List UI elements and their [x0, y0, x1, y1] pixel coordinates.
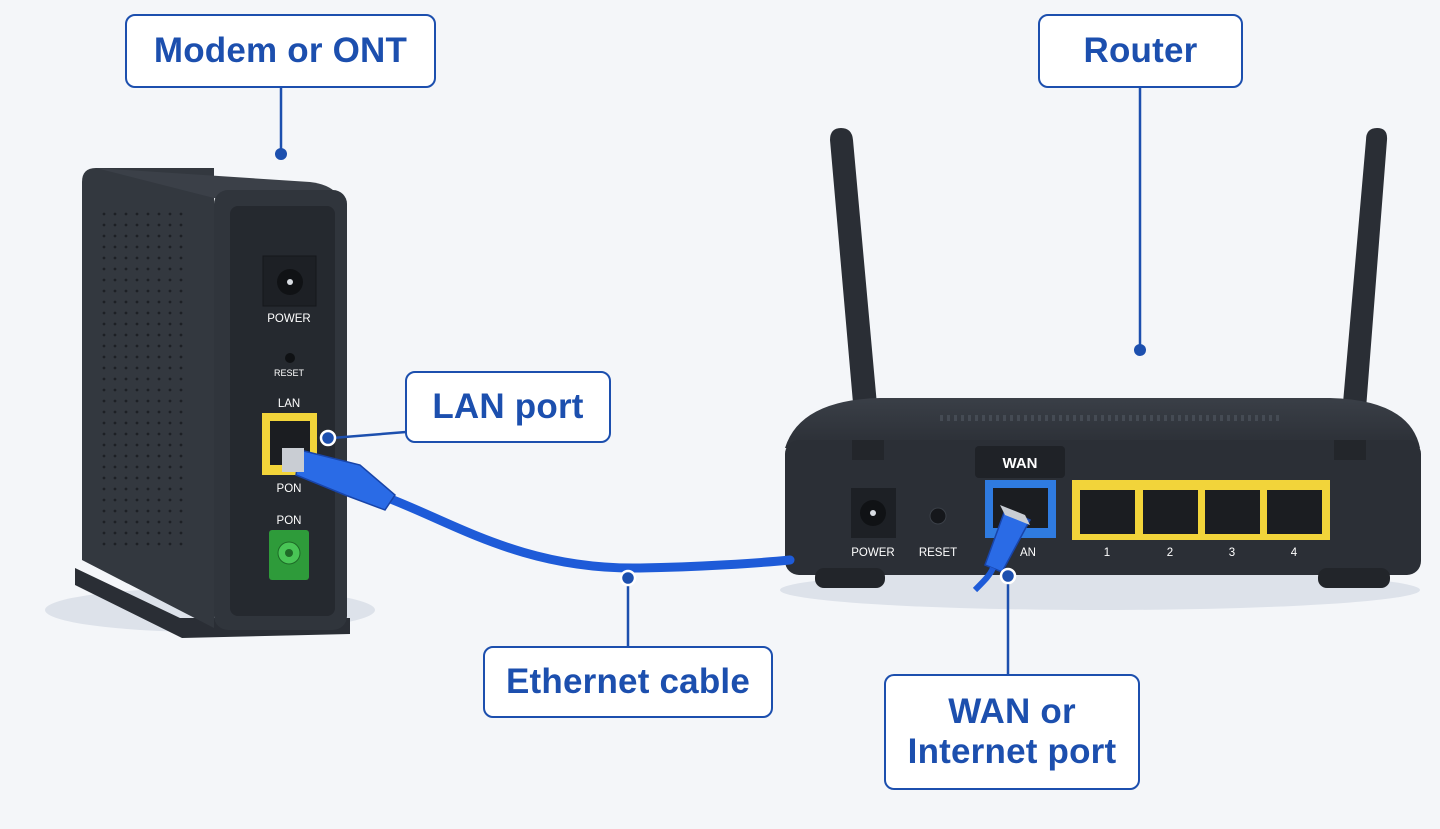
router-leader-dot: [1134, 344, 1146, 356]
router-right-antenna: [1338, 128, 1388, 460]
modem-pon-core: [285, 549, 293, 557]
router-wan-label: AN: [1020, 547, 1036, 559]
modem-callout: Modem or ONT: [125, 14, 436, 88]
wan-leader-dot: [999, 567, 1017, 585]
router-lan-port-4: 4: [1267, 490, 1322, 559]
modem-vent-holes: [95, 210, 185, 550]
modem-reset-button: [285, 353, 295, 363]
modem-pon-under-lan-label: PON: [277, 483, 302, 495]
router-right-antenna-base: [1334, 440, 1366, 460]
router-power-pin: [870, 510, 876, 516]
modem-leader-dot: [275, 148, 287, 160]
wan-port-callout-line2: Internet port: [907, 732, 1117, 771]
lan-port-callout: LAN port: [405, 371, 611, 443]
modem-power-pin: [287, 279, 293, 285]
router-shadow: [780, 570, 1420, 610]
cable-leader-dot: [619, 569, 637, 587]
router-right-foot: [1318, 568, 1390, 588]
router-lan-socket-3: [1205, 490, 1260, 534]
modem-pon-label: PON: [277, 515, 302, 527]
wan-port-callout: WAN or Internet port: [884, 674, 1140, 790]
ethernet-cable: [282, 448, 1032, 593]
router-callout: Router: [1038, 14, 1243, 88]
router-wan-tag-label: WAN: [1003, 455, 1038, 472]
router-wan-tag: [975, 446, 1065, 478]
router-left-foot: [815, 568, 885, 588]
modem-lan-label: LAN: [278, 398, 300, 410]
modem-cable-plug-tip: [282, 448, 304, 472]
router-left-antenna: [830, 128, 882, 460]
router-lan-port-3: 3: [1205, 490, 1260, 559]
ethernet-cable-wire: [375, 490, 795, 573]
modem-device: POWER RESET LAN PON PON: [45, 168, 375, 638]
modem-front-inset: [230, 206, 335, 616]
router-reset-label: RESET: [919, 547, 957, 559]
router-cable-plug-tip: [1000, 505, 1030, 525]
modem-power-label: POWER: [267, 313, 310, 325]
wan-port-callout-line1: WAN or: [948, 691, 1076, 731]
router-power-label: POWER: [851, 547, 894, 559]
router-cable-tail: [972, 566, 996, 593]
lan-leader-line: [331, 430, 407, 440]
router-lan-port-1: 1: [1080, 490, 1135, 559]
router-lan-port-label: 2: [1167, 547, 1173, 559]
modem-cable-plug: [295, 449, 396, 511]
lan-leader-dot: [319, 429, 337, 447]
router-reset-button: [929, 507, 947, 525]
modem-reset-label: RESET: [274, 368, 305, 378]
router-left-antenna-base: [852, 440, 884, 460]
leader-lines: [275, 88, 1146, 675]
router-lan-socket-1: [1080, 490, 1135, 534]
router-lan-socket-4: [1267, 490, 1322, 534]
router-lan-port-label: 4: [1291, 547, 1298, 559]
router-lan-port-label: 1: [1104, 547, 1110, 559]
router-lan-socket-2: [1143, 490, 1198, 534]
ethernet-cable-callout: Ethernet cable: [483, 646, 773, 718]
router-lan-port-2: 2: [1143, 490, 1198, 559]
router-device: POWER RESET WAN AN 1 2 3 4: [780, 128, 1421, 610]
router-lan-port-label: 3: [1229, 547, 1235, 559]
router-top-surface: [785, 398, 1420, 448]
